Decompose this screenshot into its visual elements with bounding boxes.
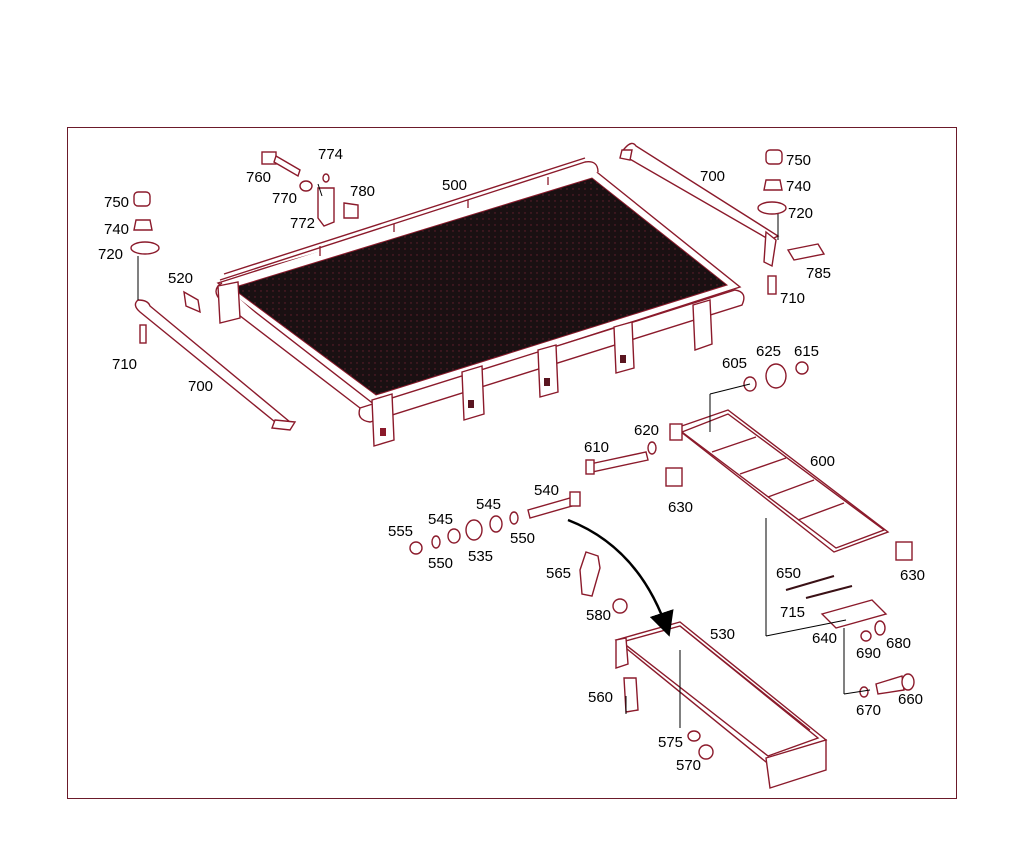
label-680: 680 [886, 635, 911, 652]
label-740-right: 740 [786, 178, 811, 195]
label-625: 625 [756, 343, 781, 360]
label-615: 615 [794, 343, 819, 360]
label-580: 580 [586, 607, 611, 624]
label-720-right: 720 [788, 205, 813, 222]
label-575: 575 [658, 734, 683, 751]
label-500: 500 [442, 177, 467, 194]
label-640: 640 [812, 630, 837, 647]
label-630-right: 630 [900, 567, 925, 584]
label-540: 540 [534, 482, 559, 499]
hardware-left [130, 191, 201, 344]
label-710-left: 710 [112, 356, 137, 373]
label-710-right: 710 [780, 290, 805, 307]
hardware-top [261, 151, 359, 227]
ramp-600 [669, 409, 890, 553]
label-780: 780 [350, 183, 375, 200]
label-545-left: 545 [428, 511, 453, 528]
label-565: 565 [546, 565, 571, 582]
label-772: 772 [290, 215, 315, 232]
label-520: 520 [168, 270, 193, 287]
diagram-frame [67, 127, 957, 799]
rail-700-right [619, 142, 780, 268]
label-610: 610 [584, 439, 609, 456]
label-545-right: 545 [476, 496, 501, 513]
label-785: 785 [806, 265, 831, 282]
rail-700-left [134, 299, 297, 431]
label-700-right: 700 [700, 168, 725, 185]
label-715: 715 [780, 604, 805, 621]
label-770: 770 [272, 190, 297, 207]
ramp-530 [614, 621, 828, 789]
label-650: 650 [776, 565, 801, 582]
label-740-left: 740 [104, 221, 129, 238]
label-774: 774 [318, 146, 343, 163]
label-660: 660 [898, 691, 923, 708]
label-760: 760 [246, 169, 271, 186]
label-750-left: 750 [104, 194, 129, 211]
label-555: 555 [388, 523, 413, 540]
hardware-lower [623, 575, 915, 760]
part-labels: 750 740 720 520 710 700 760 770 774 772 … [98, 146, 925, 774]
label-535: 535 [468, 548, 493, 565]
label-720-left: 720 [98, 246, 123, 263]
label-560: 560 [588, 689, 613, 706]
axle-assembly [409, 491, 628, 614]
label-750-right: 750 [786, 152, 811, 169]
leader-lines [137, 183, 871, 728]
label-570: 570 [676, 757, 701, 774]
hardware-right [757, 149, 826, 295]
label-550-right: 550 [510, 530, 535, 547]
hardware-ramp [585, 361, 913, 561]
label-530: 530 [710, 626, 735, 643]
label-630-top: 630 [668, 499, 693, 516]
roof-rack-500 [215, 157, 745, 447]
label-690: 690 [856, 645, 881, 662]
label-700-left: 700 [188, 378, 213, 395]
label-620: 620 [634, 422, 659, 439]
label-550-left: 550 [428, 555, 453, 572]
label-670: 670 [856, 702, 881, 719]
label-605: 605 [722, 355, 747, 372]
label-600: 600 [810, 453, 835, 470]
